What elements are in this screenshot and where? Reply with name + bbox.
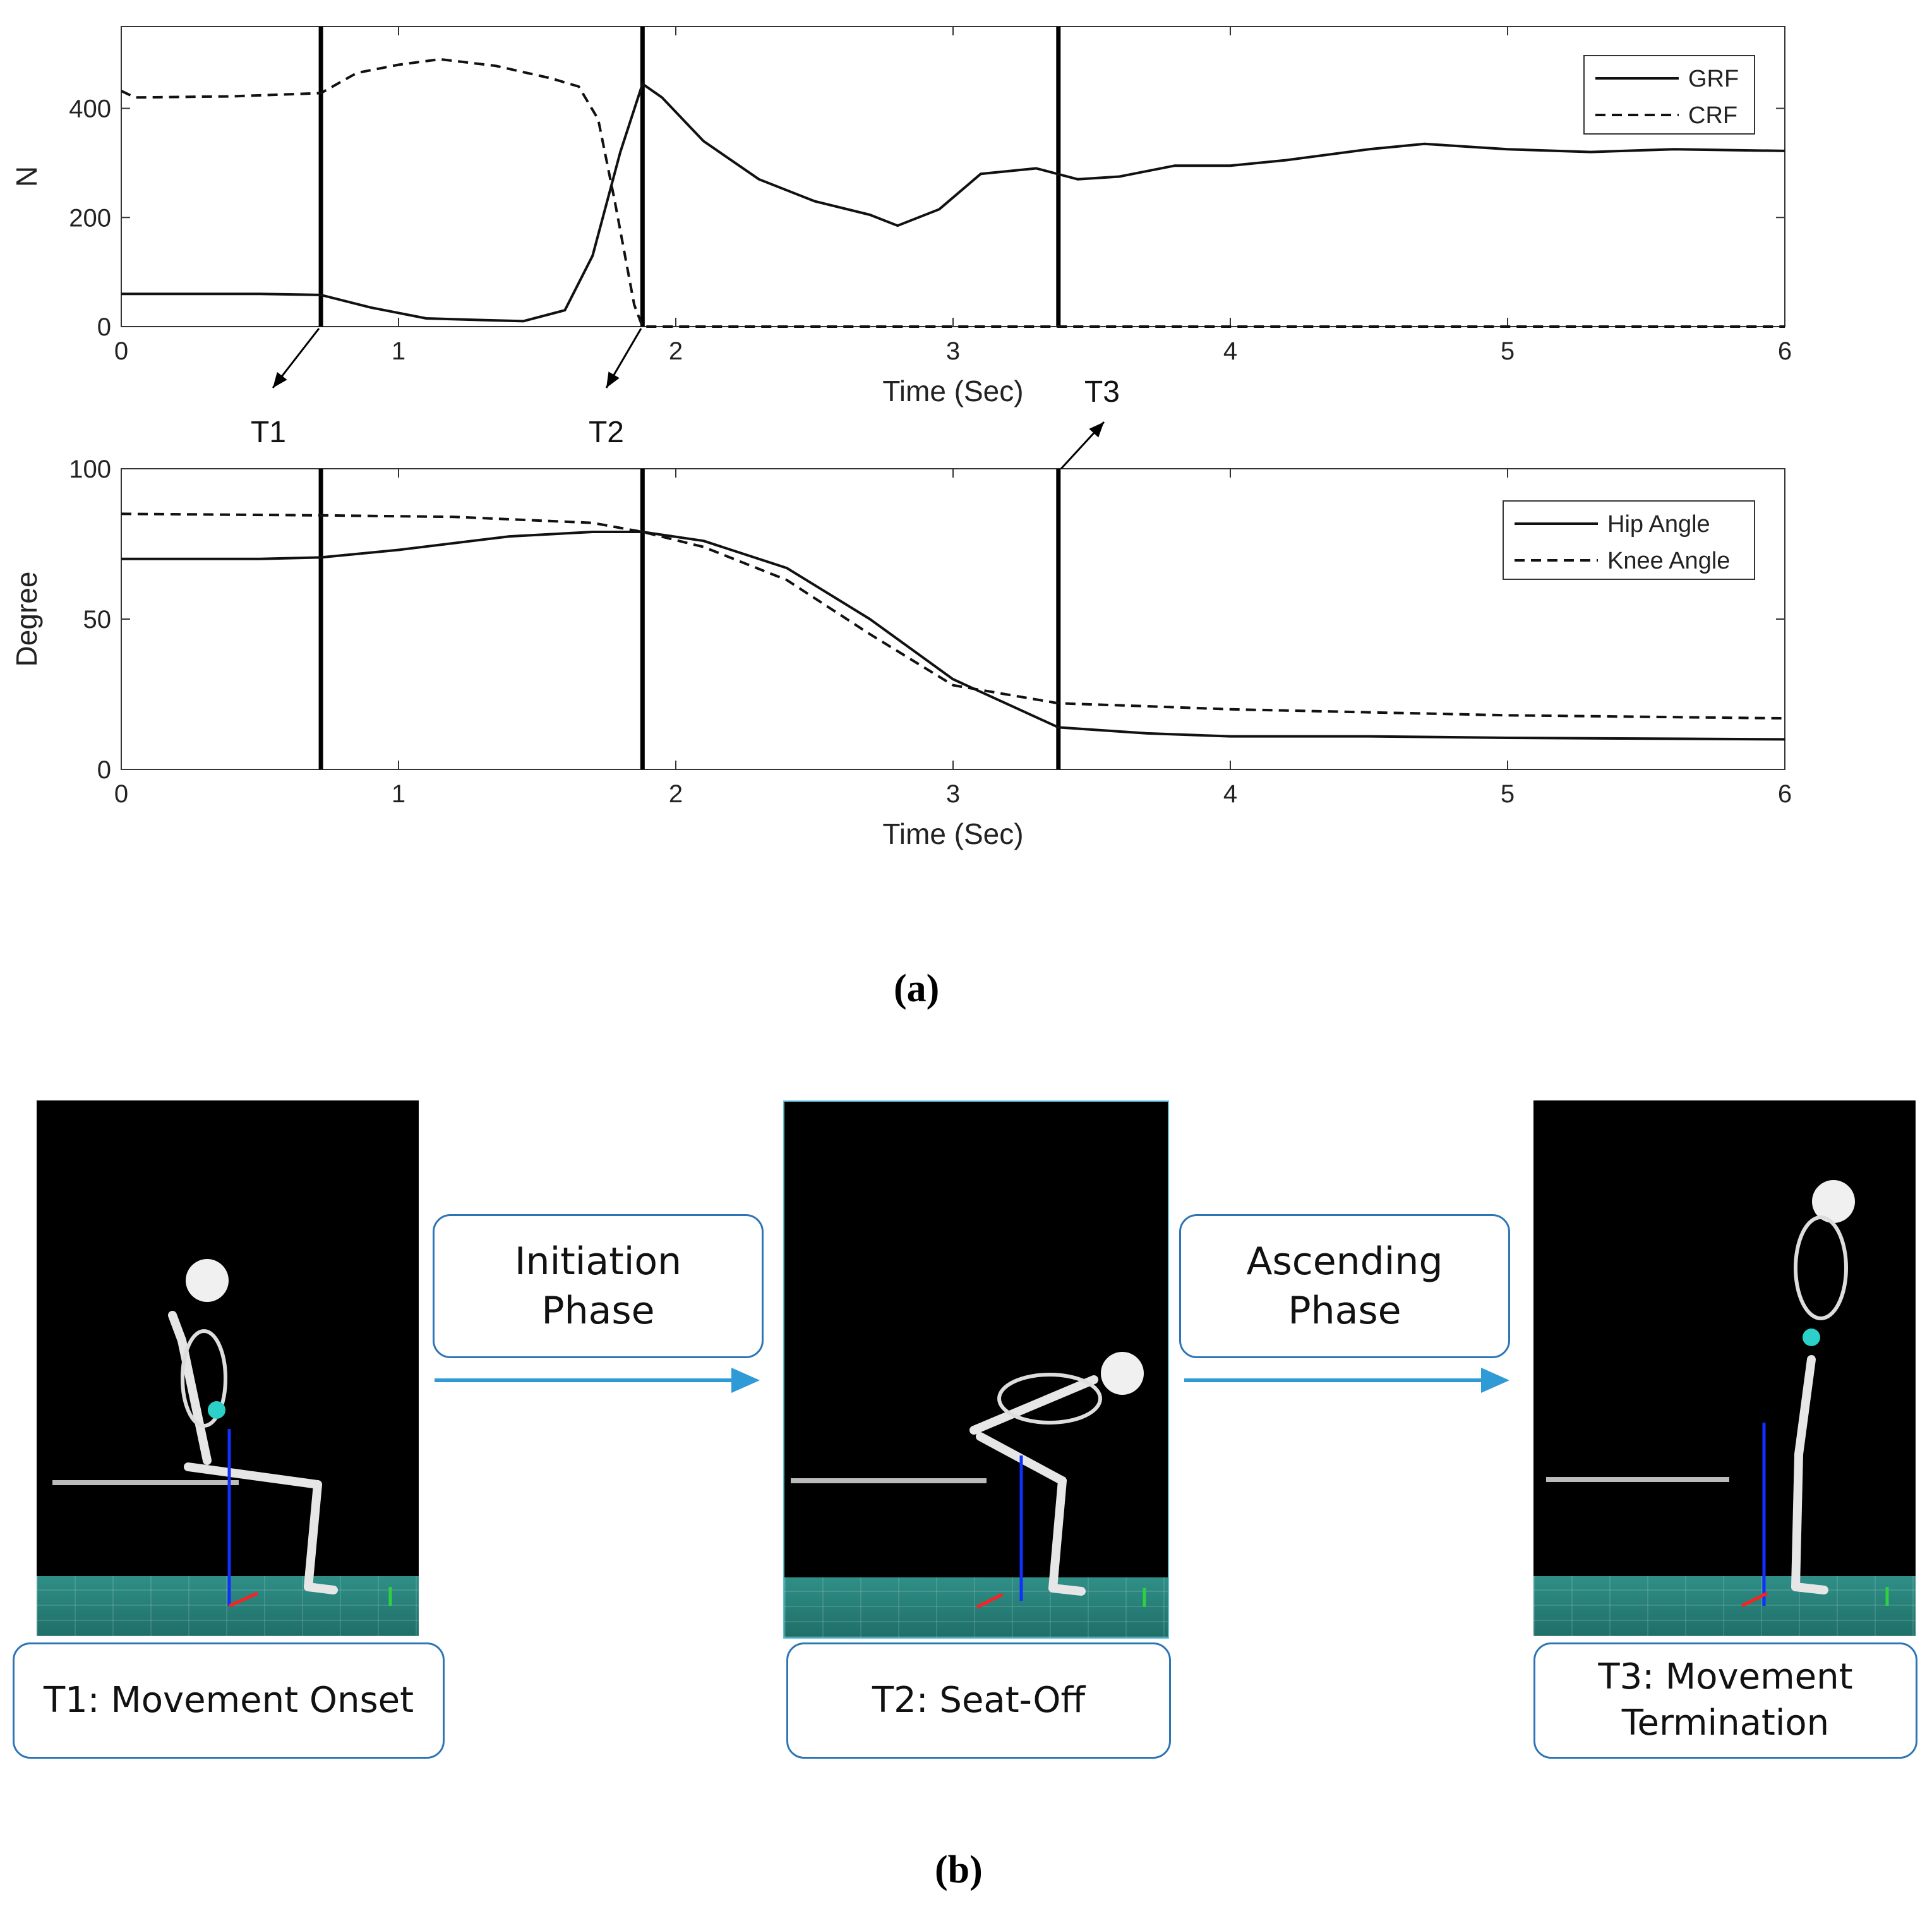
chart-0-xtick-label: 5 [1501,337,1515,365]
chart-1-series-line [121,512,1785,720]
chart-1-legend-box [1503,500,1755,580]
chart-0-ytick-label: 0 [97,313,111,341]
caption-b-text: (b) [935,1848,983,1891]
initiation-phase-arrow [435,1368,760,1393]
chart-1-xtick-label: 2 [669,780,683,808]
chart-1-xtick-label: 4 [1223,780,1237,808]
label-t3-movement-termination: T3: Movement Termination [1533,1642,1917,1759]
label-t2-seat-off: T2: Seat-Off [786,1642,1171,1759]
caption-a-text: (a) [894,967,940,1010]
chart-0-ytick-label: 200 [69,204,111,232]
chart-1-ytick-label: 50 [83,606,112,634]
frame-t3-image [1533,1100,1916,1636]
chart-0-ylabel: N [10,166,43,187]
chart-1-series-line [121,531,1785,741]
chart-0-legend-label: GRF [1688,66,1739,92]
chart-1-legend-label: Hip Angle [1607,511,1710,538]
chart-1-xlabel: Time (Sec) [882,817,1023,850]
chart-1-xtick-label: 0 [114,780,128,808]
chart-0-xtick-label: 6 [1778,337,1792,365]
marker-t3-arrow-head [1089,422,1104,438]
chart-0-series-line [121,82,1785,323]
floor-grid [784,1577,1168,1637]
chart-1-xtick-label: 5 [1501,780,1515,808]
initiation-phase-box: Initiation Phase [433,1214,764,1358]
caption-b: (b) [935,1848,983,1893]
chart-1-xtick-label: 1 [392,780,405,808]
skeleton-t3 [1546,1180,1889,1608]
chart-0-xtick-label: 4 [1223,337,1237,365]
marker-t1-label: T1 [251,416,286,449]
chart-1-xtick-label: 6 [1778,780,1792,808]
ascending-phase-box: Ascending Phase [1179,1214,1510,1358]
chart-1-ytick-label: 0 [97,756,111,784]
marker-t1-arrow-head [273,371,287,388]
chart-0-ytick-label: 400 [69,95,111,123]
chart-1-ytick-label: 100 [69,455,111,483]
frame-t1-image [37,1100,419,1636]
chart-1-ylabel: Degree [10,572,43,667]
chart-0-xtick-label: 2 [669,337,683,365]
marker-t2-label: T2 [589,416,624,449]
skeleton-t1 [52,1259,392,1608]
skeleton-t2 [791,1352,1146,1609]
chart-0-series-line [121,57,1785,328]
frame-t2-image [783,1100,1169,1639]
label-t1-movement-onset: T1: Movement Onset [13,1642,445,1759]
chart-1-xtick-label: 3 [946,780,960,808]
marker-t2-arrow-head [606,371,620,388]
ascending-phase-arrow [1184,1368,1509,1393]
chart-1-legend-label: Knee Angle [1607,548,1730,574]
chart-0-xtick-label: 1 [392,337,405,365]
chart-0-xtick-label: 0 [114,337,128,365]
marker-t3-label: T3 [1084,375,1120,409]
floor-grid [1533,1576,1916,1636]
chart-0-xtick-label: 3 [946,337,960,365]
chart-0-xlabel: Time (Sec) [882,375,1023,407]
chart-0-legend-label: CRF [1688,102,1737,129]
chart-0-legend-box [1583,55,1755,135]
caption-a: (a) [894,967,939,1011]
chart-0-plot-area [121,26,1785,327]
